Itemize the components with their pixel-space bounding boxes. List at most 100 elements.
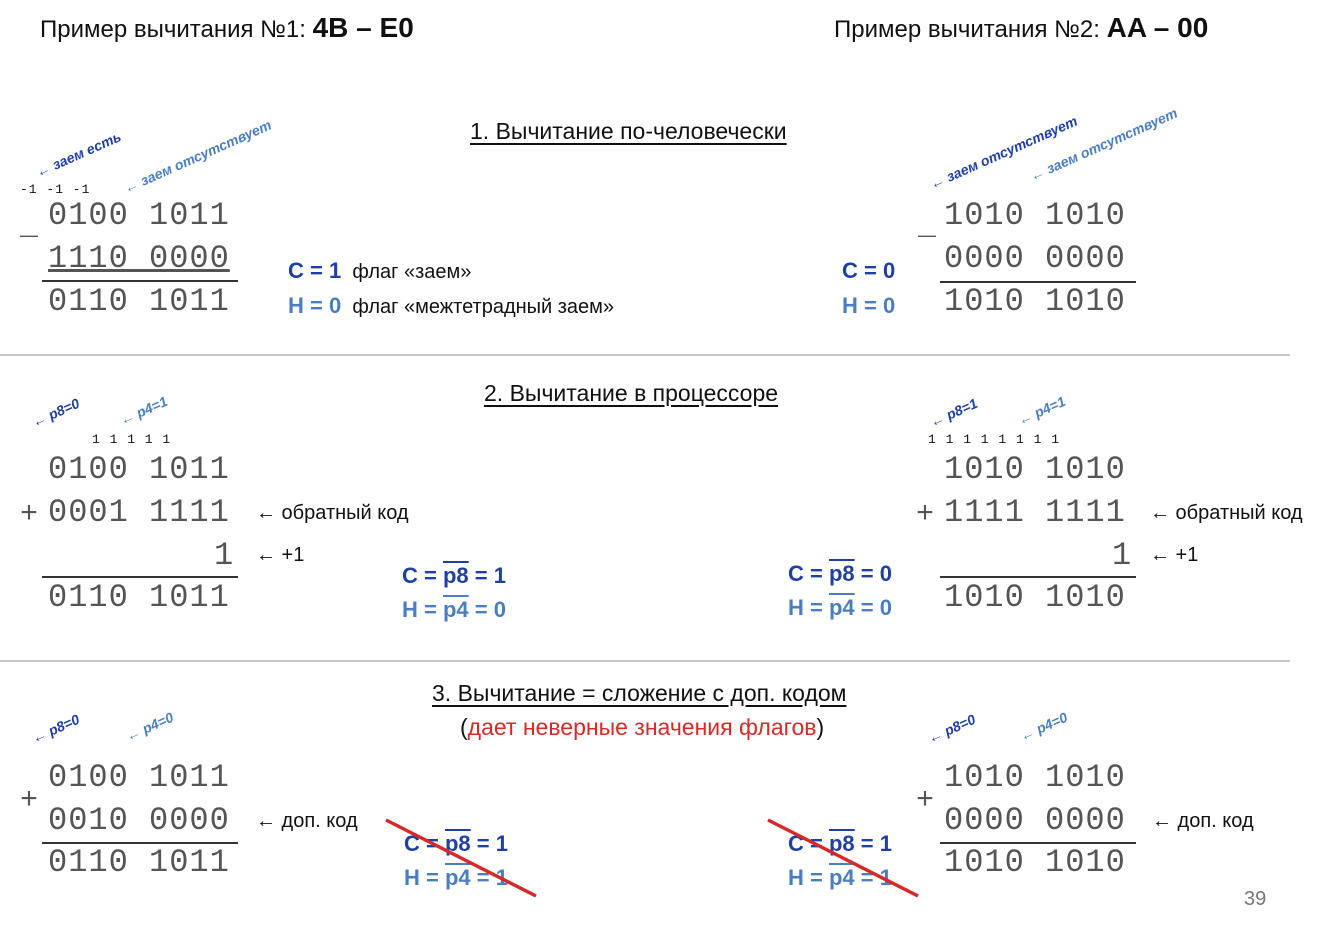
s2-flag-c-p8: p8	[442, 563, 469, 588]
s3r-flag-h-p4: p4	[828, 865, 855, 890]
example2-prefix: Пример вычитания №2:	[834, 16, 1107, 43]
s3-flag-h-p4: p4	[444, 865, 471, 890]
s2r-inverse-note: ← обратный код	[1150, 502, 1303, 524]
s2r-p8-note: ← p8=1	[927, 394, 980, 430]
s2r-operand-b: 1111 1111	[944, 494, 1126, 531]
page-number: 39	[1244, 888, 1267, 910]
section1-title: 1. Вычитание по-человечески	[470, 118, 787, 144]
s2-flag-h-pre: H =	[402, 597, 443, 622]
s2r-flag-c-post: = 0	[854, 561, 892, 586]
s2-carry-marks: 1 1 1 1 1	[92, 432, 172, 447]
s2r-result-line	[940, 576, 1136, 578]
divider-1	[0, 354, 1290, 356]
s2-flag-h-p4: p4	[442, 597, 469, 622]
section3-title: 3. Вычитание = сложение с доп. кодом	[432, 680, 847, 706]
s2r-carry-marks: 1 1 1 1 1 1 1 1	[928, 432, 1061, 447]
example2-value: AA – 00	[1106, 12, 1209, 43]
s3-operand-b: 0010 0000	[48, 802, 230, 839]
subtitle-warning: дает неверные значения флагов	[467, 714, 817, 740]
s2-flag-c-post: = 1	[468, 563, 506, 588]
s2-result-line	[42, 576, 238, 578]
s3-result: 0110 1011	[48, 844, 230, 881]
s1-operand-b: 1110 0000	[48, 240, 230, 277]
s1-flag-c-desc: флаг «заем»	[352, 261, 472, 283]
s1-flag-h-line: H = 0 флаг «межтетрадный заем»	[288, 293, 614, 319]
s2-inverse-note: ← обратный код	[256, 502, 409, 524]
s1-borrow-marks: -1 -1 -1	[20, 182, 91, 197]
s2r-result: 1010 1010	[944, 579, 1126, 616]
s3r-result-line	[940, 842, 1136, 844]
example1-header: Пример вычитания №1: 4B – E0	[40, 12, 414, 44]
s3r-strike-line	[767, 818, 919, 898]
s2-flag-h: H = p4 = 0	[402, 597, 506, 623]
s2-p8-note: ← p8=0	[29, 394, 82, 430]
s2-plus-sign: +	[20, 498, 39, 532]
s1r-result-line	[940, 281, 1136, 283]
s3r-flag-c-post: = 1	[854, 831, 892, 856]
s2r-p4-note: ← p4=1	[1015, 392, 1068, 428]
subtitle-close-paren: )	[816, 714, 825, 740]
divider-2	[0, 660, 1290, 662]
s2-operand-b: 0001 1111	[48, 494, 230, 531]
s1r-flag-h: H = 0	[842, 293, 896, 318]
s1-flag-h-desc: флаг «межтетрадный заем»	[352, 296, 615, 318]
example2-header: Пример вычитания №2: AA – 00	[834, 12, 1208, 44]
s2r-flag-h-p4: p4	[828, 595, 855, 620]
s2-flag-c-pre: C =	[402, 563, 443, 588]
s3r-result: 1010 1010	[944, 844, 1126, 881]
s1-result-line	[42, 280, 238, 282]
s1r-operand-a: 1010 1010	[944, 197, 1126, 234]
s3-plus-sign: +	[20, 784, 39, 818]
s2r-flag-c-p8: p8	[828, 561, 855, 586]
s3-strike-line	[385, 818, 537, 898]
s2-flag-c: C = p8 = 1	[402, 563, 506, 589]
s1-minus-sign: _	[20, 210, 39, 244]
s3r-p4-note: ← p4=0	[1017, 708, 1070, 744]
s1-borrow-yes-note: ← заем есть	[33, 128, 124, 180]
section2-title: 2. Вычитание в процессоре	[484, 380, 779, 406]
s2r-flag-h: H = p4 = 0	[788, 595, 892, 621]
s2r-plus-sign: +	[916, 498, 935, 532]
s1r-operand-b: 0000 0000	[944, 240, 1126, 277]
s1-flag-c-line: C = 1 флаг «заем»	[288, 258, 471, 284]
s3-result-line	[42, 842, 238, 844]
example1-value: 4B – E0	[312, 12, 414, 43]
s1r-minus-sign: _	[918, 210, 937, 244]
s3r-flag-h-pre: H =	[788, 865, 829, 890]
s2-plus-one-note: ← +1	[256, 544, 305, 566]
subtitle-open-paren: (	[460, 714, 468, 740]
s1-flag-h: H = 0	[288, 293, 342, 318]
s2r-plus-one: 1	[1112, 537, 1133, 574]
s2-operand-a: 0100 1011	[48, 451, 230, 488]
s2r-flag-c-pre: C =	[788, 561, 829, 586]
s3-twos-note: ← доп. код	[256, 810, 358, 832]
s1r-borrow-no-note-1: ← заем отсутствует	[927, 112, 1080, 192]
s3r-twos-note: ← доп. код	[1152, 810, 1254, 832]
s3r-operand-a: 1010 1010	[944, 759, 1126, 796]
s2-flag-h-post: = 0	[468, 597, 506, 622]
s1r-borrow-no-note-2: ← заем отсутствует	[1027, 104, 1180, 184]
s2r-flag-c: C = p8 = 0	[788, 561, 892, 587]
s3r-p8-note: ← p8=0	[925, 710, 978, 746]
s2-result: 0110 1011	[48, 579, 230, 616]
s2r-plus-one-note: ← +1	[1150, 544, 1199, 566]
s3-flag-c-post: = 1	[470, 831, 508, 856]
s3r-flag-h: H = p4 = 1	[788, 865, 892, 891]
s1-operand-a: 0100 1011	[48, 197, 230, 234]
s1-result: 0110 1011	[48, 283, 230, 320]
s2r-flag-h-post: = 0	[854, 595, 892, 620]
s3-p8-note: ← p8=0	[29, 710, 82, 746]
section3-subtitle: (дает неверные значения флагов)	[460, 714, 824, 741]
s1r-flag-c: C = 0	[842, 258, 896, 283]
s1-borrow-no-note: ← заем отсутствует	[121, 116, 274, 196]
s3-flag-h-pre: H =	[404, 865, 445, 890]
s2r-flag-h-pre: H =	[788, 595, 829, 620]
s3-operand-a: 0100 1011	[48, 759, 230, 796]
s2-plus-one: 1	[214, 537, 235, 574]
s2-p4-note: ← p4=1	[117, 392, 170, 428]
s3r-plus-sign: +	[916, 784, 935, 818]
s1-flag-c: C = 1	[288, 258, 342, 283]
s1r-result: 1010 1010	[944, 283, 1126, 320]
example1-prefix: Пример вычитания №1:	[40, 16, 313, 43]
s3-p4-note: ← p4=0	[123, 708, 176, 744]
